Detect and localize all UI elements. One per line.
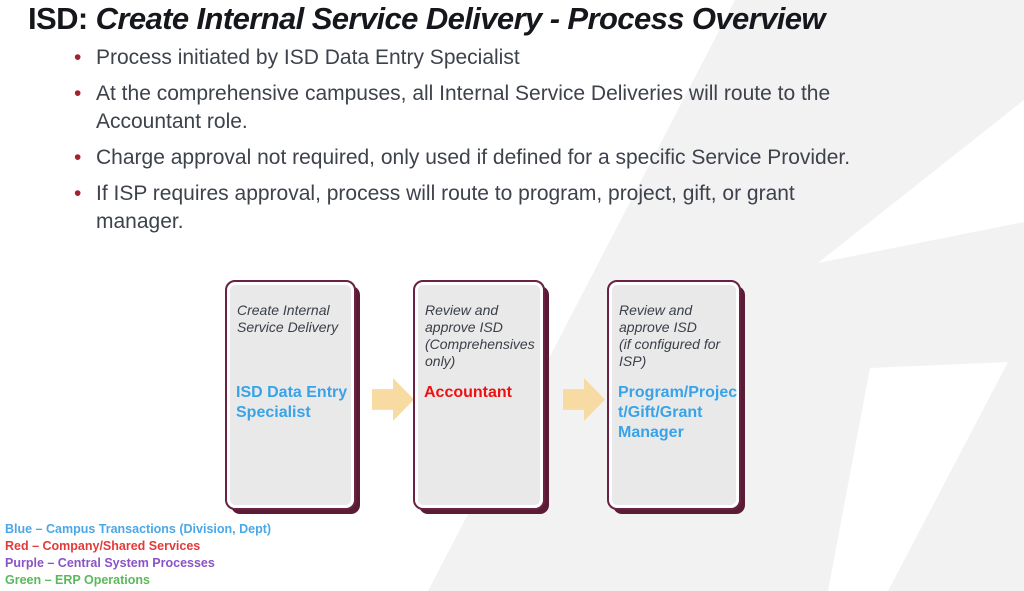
page-title-prefix: ISD: — [28, 1, 88, 36]
process-box-description: Review and approve ISD (Comprehensives o… — [425, 302, 535, 369]
process-box-accountant-review: Review and approve ISD (Comprehensives o… — [413, 280, 545, 510]
color-legend: Blue – Campus Transactions (Division, De… — [5, 521, 271, 589]
process-box-manager-approval: Review and approve ISD (if configured fo… — [607, 280, 741, 510]
process-box-create-isd: Create Internal Service Delivery ISD Dat… — [225, 280, 356, 510]
process-box-description: Create Internal Service Delivery — [237, 302, 339, 335]
bullet-item: Charge approval not required, only used … — [72, 144, 872, 172]
page-title: ISD: Create Internal Service Delivery - … — [28, 1, 826, 37]
bullet-item: Process initiated by ISD Data Entry Spec… — [72, 44, 872, 72]
legend-item-purple: Purple – Central System Processes — [5, 556, 215, 570]
process-box-description: Review and approve ISD (if configured fo… — [619, 302, 721, 369]
bullet-list: Process initiated by ISD Data Entry Spec… — [72, 44, 872, 244]
process-box-role: Program/Projec t/Gift/Grant Manager — [618, 384, 738, 441]
bullet-item: At the comprehensive campuses, all Inter… — [72, 80, 872, 136]
page-title-rest: Create Internal Service Delivery - Proce… — [87, 1, 826, 36]
process-box-role: ISD Data Entry Specialist — [236, 384, 348, 421]
legend-item-green: Green – ERP Operations — [5, 573, 150, 587]
process-box-role: Accountant — [424, 384, 512, 401]
right-arrow-icon — [372, 378, 414, 421]
legend-item-red: Red – Company/Shared Services — [5, 539, 201, 553]
legend-item-blue: Blue – Campus Transactions (Division, De… — [5, 522, 272, 536]
right-arrow-icon — [563, 378, 605, 421]
bullet-item: If ISP requires approval, process will r… — [72, 180, 872, 236]
